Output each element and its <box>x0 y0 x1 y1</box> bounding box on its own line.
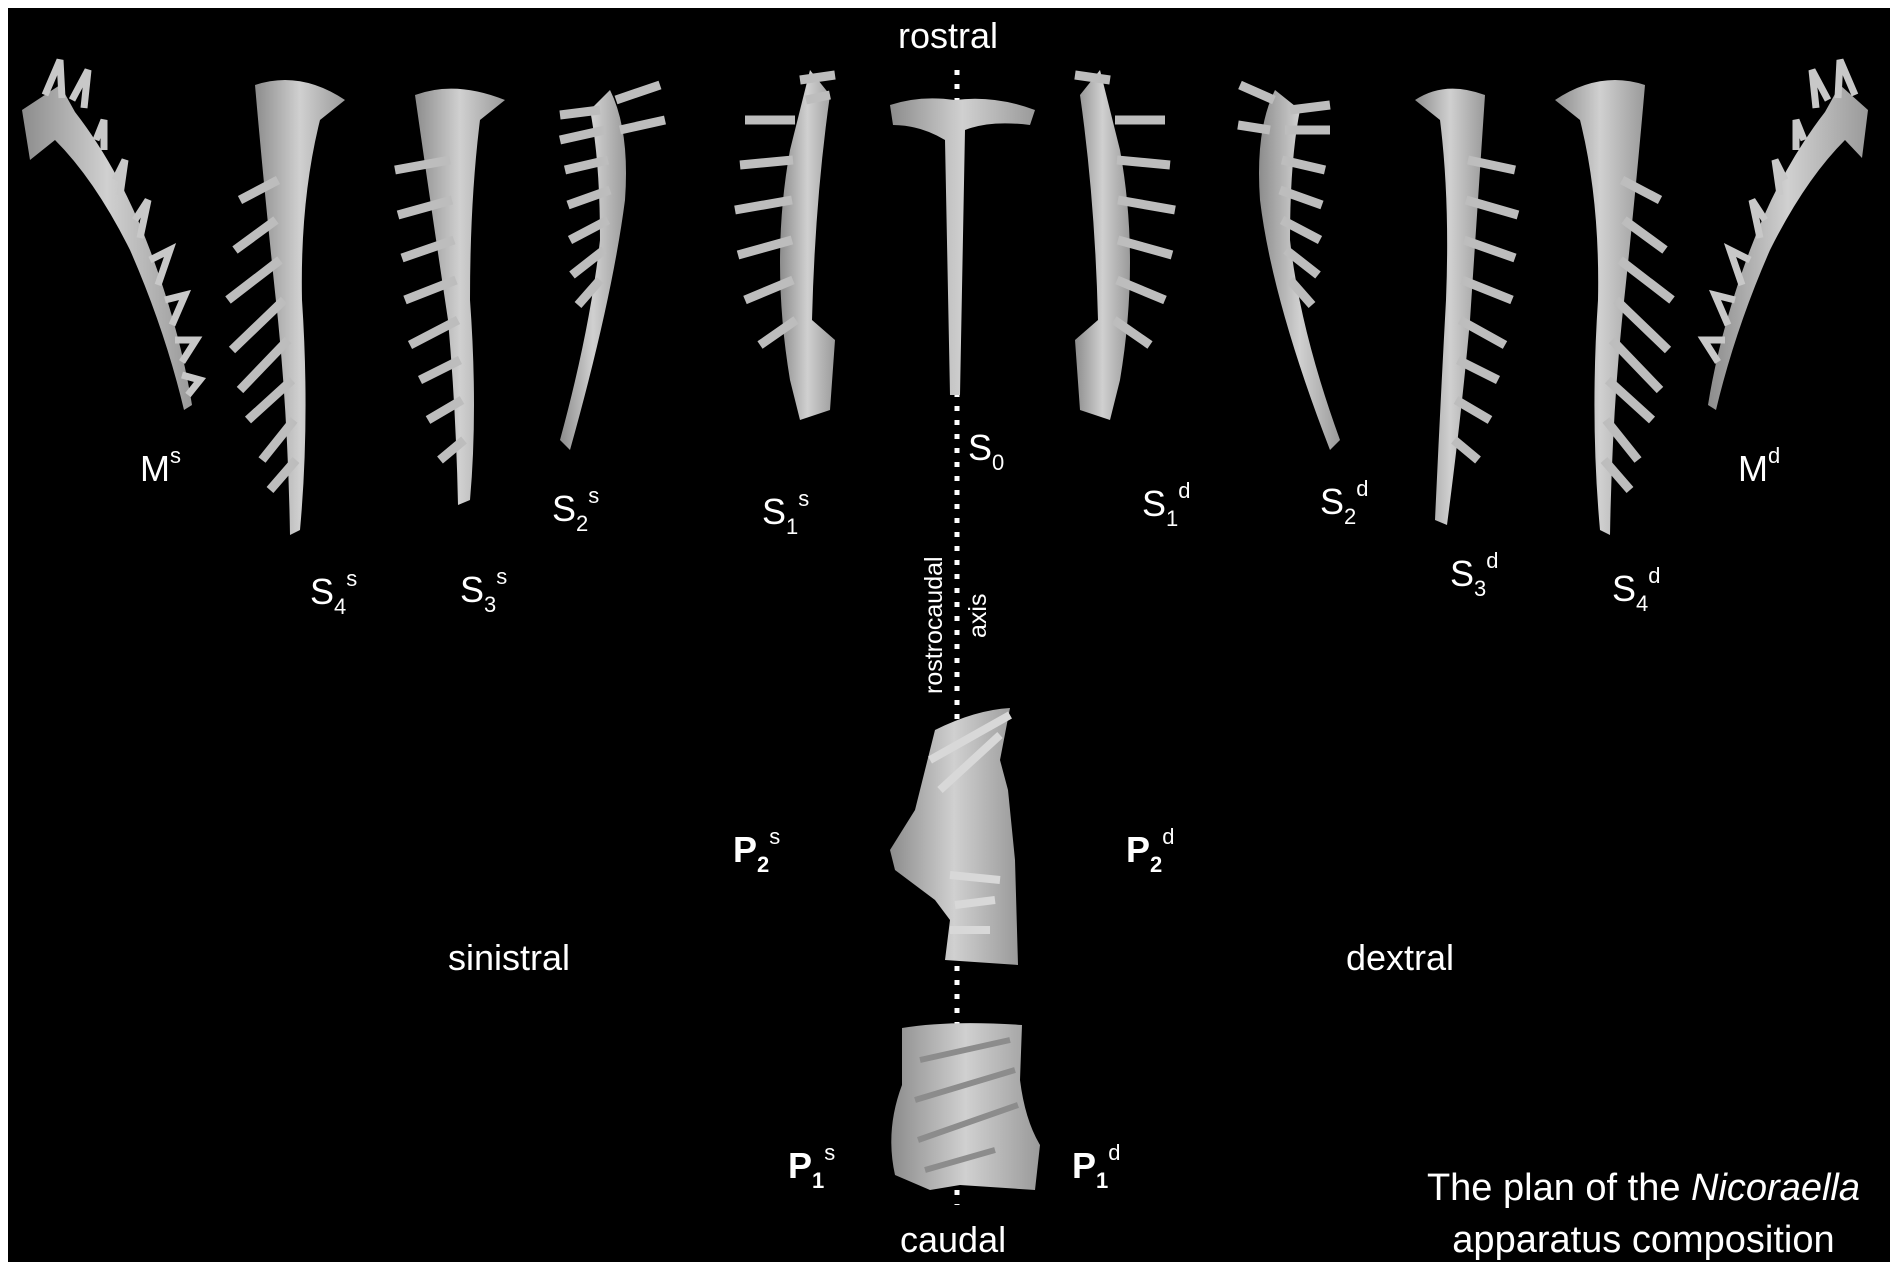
element-label-Md: Md <box>1738 445 1780 487</box>
element-label-Ms: Ms <box>140 445 181 487</box>
figure-caption: The plan of the Nicoraella apparatus com… <box>1427 1162 1860 1266</box>
element-S3d-specimen <box>1415 89 1518 525</box>
element-S3s-specimen <box>395 89 505 505</box>
axis-label-line1: rostrocaudal <box>922 556 947 694</box>
caudal-label: caudal <box>900 1222 1006 1258</box>
caption-genus: Nicoraella <box>1691 1167 1860 1209</box>
element-S4s-specimen <box>228 80 345 535</box>
element-P1-specimen <box>891 1023 1040 1190</box>
element-Md-specimen <box>1704 60 1868 410</box>
element-S1s-specimen <box>735 70 835 420</box>
element-label-P2d: P2d <box>1126 826 1175 876</box>
element-label-S1d: S1d <box>1142 480 1191 530</box>
element-S2d-specimen <box>1238 85 1340 450</box>
element-label-S4s: S4s <box>310 568 357 618</box>
dextral-label: dextral <box>1346 940 1454 976</box>
axis-label-line2: axis <box>966 594 991 638</box>
element-label-S2s: S2s <box>552 485 599 535</box>
sinistral-label: sinistral <box>448 940 570 976</box>
element-label-S3s: S3s <box>460 566 507 616</box>
caption-line2: apparatus composition <box>1427 1214 1860 1266</box>
element-P2-specimen <box>890 708 1018 965</box>
element-label-S4d: S4d <box>1612 565 1661 615</box>
element-label-P1d: P1d <box>1072 1142 1121 1192</box>
element-label-P2s: P2s <box>733 826 780 876</box>
element-Ms-specimen <box>22 60 200 410</box>
element-label-S2d: S2d <box>1320 478 1369 528</box>
element-S4d-specimen <box>1555 80 1672 535</box>
element-S2s-specimen <box>560 85 665 450</box>
element-S0-specimen <box>890 98 1035 395</box>
caption-line1: The plan of the Nicoraella <box>1427 1162 1860 1214</box>
element-S1d-specimen <box>1075 70 1175 420</box>
element-label-S3d: S3d <box>1450 550 1499 600</box>
element-label-S1s: S1s <box>762 488 809 538</box>
element-label-P1s: P1s <box>788 1142 835 1192</box>
rostral-label: rostral <box>898 18 998 54</box>
element-label-S0: S0 <box>968 430 1004 474</box>
